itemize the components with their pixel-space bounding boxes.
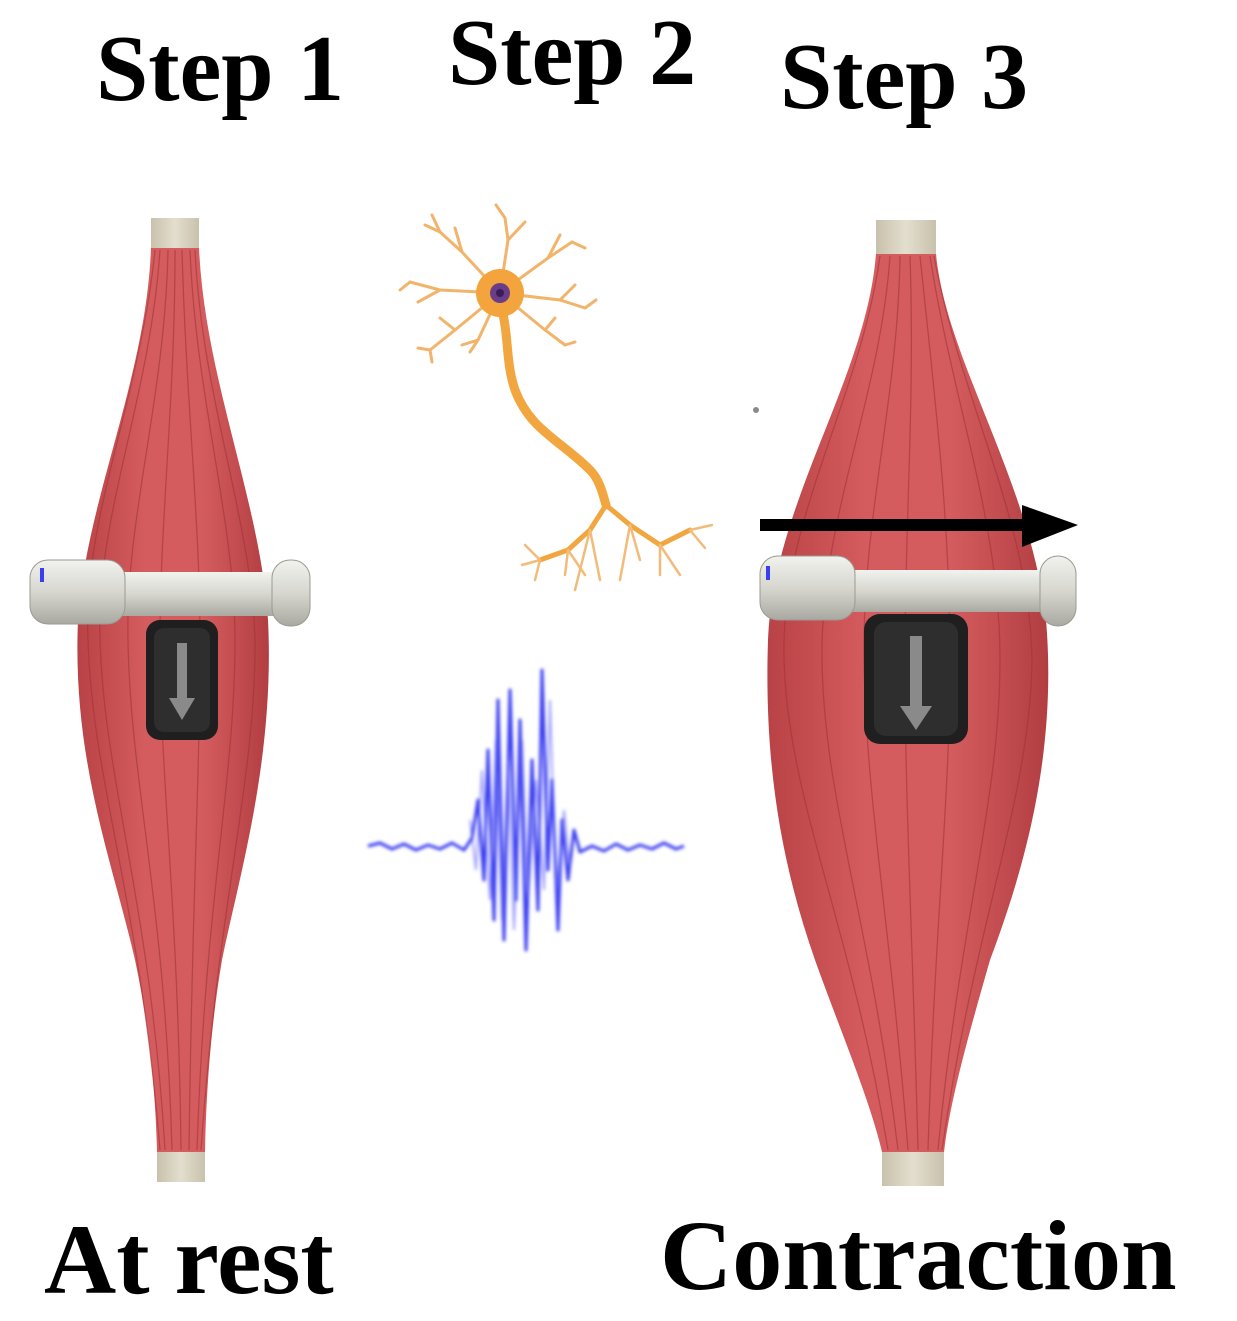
muscle-at-rest-icon	[29, 218, 311, 1182]
sensor-pad-left	[146, 620, 218, 740]
tendon-bottom-right	[882, 1150, 944, 1186]
step-3-label: Step 3	[780, 25, 1029, 129]
muscle-contracted-icon	[759, 220, 1077, 1186]
at-rest-label: At rest	[44, 1204, 334, 1315]
neuron-icon	[398, 203, 714, 592]
contraction-label: Contraction	[660, 1200, 1177, 1311]
right-arrow-icon	[760, 505, 1078, 547]
step-1-label: Step 1	[96, 17, 345, 121]
tendon-bottom-left	[157, 1150, 205, 1182]
sensor-band-left	[29, 559, 311, 627]
tendon-top-left	[151, 218, 199, 250]
sensor-band-right	[759, 555, 1077, 627]
tendon-top-right	[876, 220, 936, 256]
speck-dot	[753, 407, 759, 413]
sensor-pad-right	[864, 614, 968, 744]
emg-signal-icon	[367, 668, 685, 952]
step-2-label: Step 2	[448, 1, 697, 105]
